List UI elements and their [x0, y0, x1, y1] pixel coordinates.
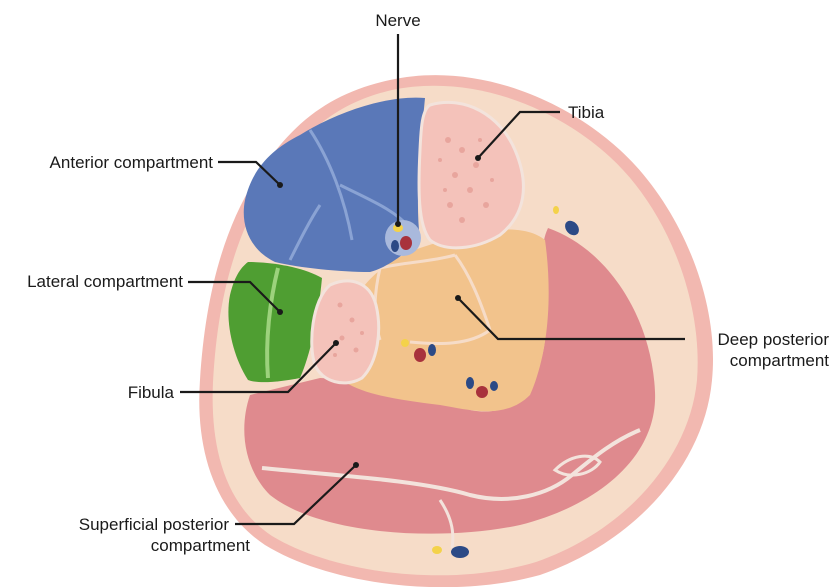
label-nerve: Nerve	[375, 11, 420, 30]
label-anterior-compartment: Anterior compartment	[50, 153, 214, 172]
label-deep-posterior-line1: Deep posterior	[717, 330, 829, 349]
label-deep-posterior-line2: compartment	[730, 351, 829, 370]
anterior-neurovascular-bundle	[385, 220, 421, 256]
label-superficial-posterior-line1: Superficial posterior	[79, 515, 230, 534]
label-tibia: Tibia	[568, 103, 605, 122]
label-fibula: Fibula	[128, 383, 175, 402]
label-superficial-posterior-line2: compartment	[151, 536, 250, 555]
label-lateral-compartment: Lateral compartment	[27, 272, 183, 291]
fibula-bone	[312, 281, 379, 383]
